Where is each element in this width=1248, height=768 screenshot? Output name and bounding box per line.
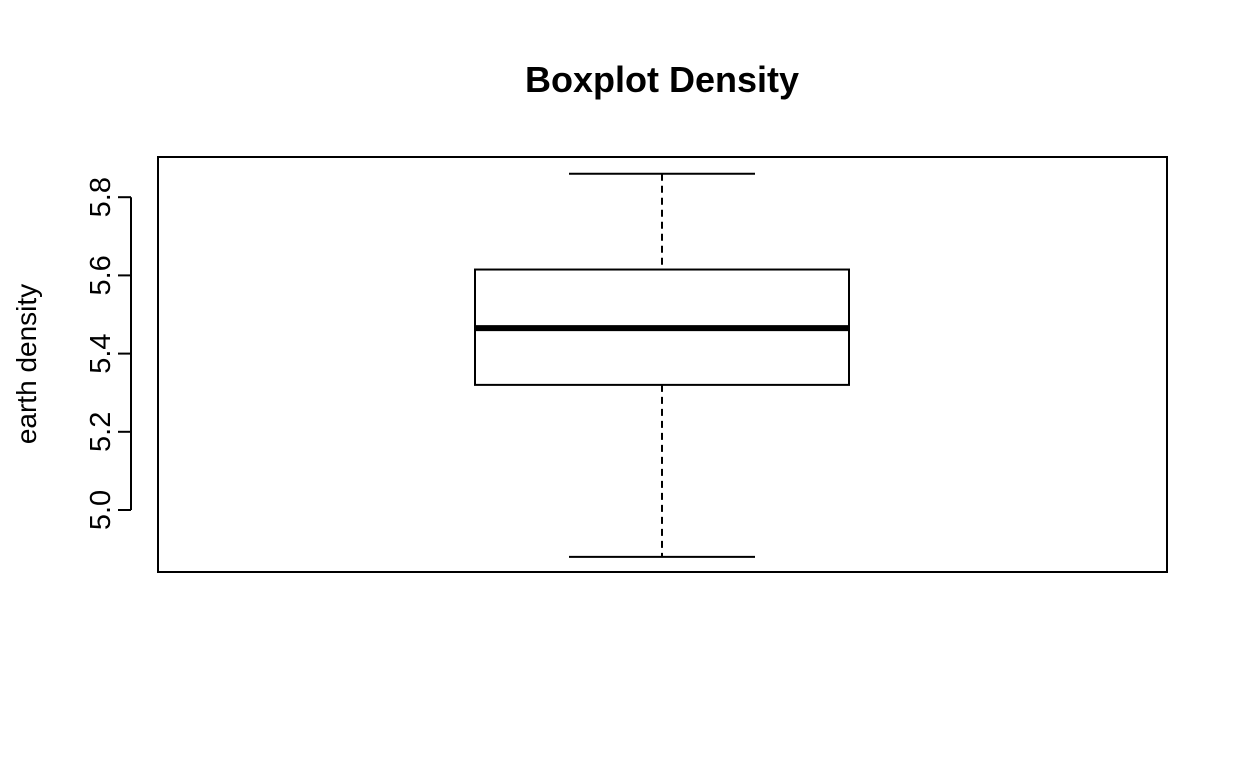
y-tick-label: 5.0 (85, 490, 117, 530)
y-tick-label: 5.8 (85, 177, 117, 217)
y-tick-label: 5.2 (85, 412, 117, 452)
plot-frame (157, 156, 1168, 573)
chart-title: Boxplot Density (525, 59, 799, 100)
y-tick-label: 5.6 (85, 255, 117, 295)
y-axis: 5.0 5.2 5.4 5.6 5.8 (85, 177, 132, 530)
y-axis-label: earth density (11, 284, 42, 444)
box-group (474, 172, 850, 558)
y-tick-label: 5.4 (85, 333, 117, 373)
